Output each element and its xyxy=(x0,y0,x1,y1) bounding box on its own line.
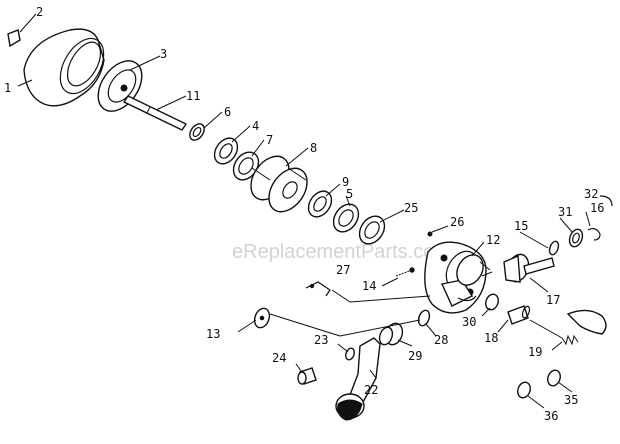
label-9: 9 xyxy=(342,175,349,189)
label-7: 7 xyxy=(266,133,273,147)
label-3: 3 xyxy=(160,47,167,61)
label-22: 22 xyxy=(364,383,378,397)
part-22-handle xyxy=(335,337,381,421)
label-12: 12 xyxy=(486,233,500,247)
part-19-spring xyxy=(561,334,579,346)
label-35: 35 xyxy=(564,393,578,407)
label-18: 18 xyxy=(484,331,498,345)
part-17-drive-gear xyxy=(503,253,555,283)
label-15: 15 xyxy=(514,219,528,233)
part-12-gear xyxy=(456,254,493,286)
label-1: 1 xyxy=(4,81,11,95)
label-23: 23 xyxy=(314,333,328,347)
watermark-text: eReplacementParts.com xyxy=(232,241,451,263)
part-25-ring xyxy=(358,215,386,245)
part-18-bushing xyxy=(507,305,531,325)
label-17: 17 xyxy=(546,293,560,307)
label-14: 14 xyxy=(362,279,376,293)
part-28-washer xyxy=(417,309,431,327)
part-13-knob xyxy=(253,307,271,329)
label-24: 24 xyxy=(272,351,286,365)
right-arm-fragment xyxy=(566,309,607,335)
label-28: 28 xyxy=(434,333,448,347)
part-30-nut xyxy=(485,293,499,311)
label-30: 30 xyxy=(462,315,476,329)
part-26-pin xyxy=(427,231,433,237)
part-5-washer xyxy=(332,203,360,233)
label-5: 5 xyxy=(346,187,353,201)
label-2: 2 xyxy=(36,5,43,19)
part-6-clip-ring xyxy=(189,123,205,141)
label-8: 8 xyxy=(310,141,317,155)
part-2-clip xyxy=(7,29,21,48)
part-35-washer xyxy=(547,369,561,387)
label-31: 31 xyxy=(558,205,572,219)
label-27: 27 xyxy=(336,263,350,277)
part-11-shaft xyxy=(122,95,188,131)
label-32: 32 xyxy=(584,187,598,201)
label-36: 36 xyxy=(544,409,558,423)
part-32-clip xyxy=(599,195,613,207)
part-24-handle-knob xyxy=(297,367,317,385)
label-16: 16 xyxy=(590,201,604,215)
part-31-nut xyxy=(568,228,584,248)
part-27-pawl xyxy=(305,281,331,297)
label-19: 19 xyxy=(528,345,542,359)
part-8-spool xyxy=(250,155,308,213)
part-36-washer xyxy=(517,381,531,399)
part-15-washer xyxy=(548,240,560,256)
label-26: 26 xyxy=(450,215,464,229)
label-29: 29 xyxy=(408,349,422,363)
part-1-front-cover xyxy=(23,28,105,107)
label-11: 11 xyxy=(186,89,200,103)
leader-lines xyxy=(17,13,591,409)
part-29-cap xyxy=(378,322,404,346)
part-16-screw xyxy=(587,228,601,241)
label-13: 13 xyxy=(206,327,220,341)
label-4: 4 xyxy=(252,119,259,133)
part-23-washer xyxy=(345,347,355,361)
label-25: 25 xyxy=(404,201,418,215)
label-6: 6 xyxy=(224,105,231,119)
part-labels: 1 2 3 11 6 4 7 8 9 5 25 26 12 15 31 16 3… xyxy=(4,5,604,423)
part-9-washer xyxy=(307,190,333,218)
part-14-screw xyxy=(395,267,415,277)
